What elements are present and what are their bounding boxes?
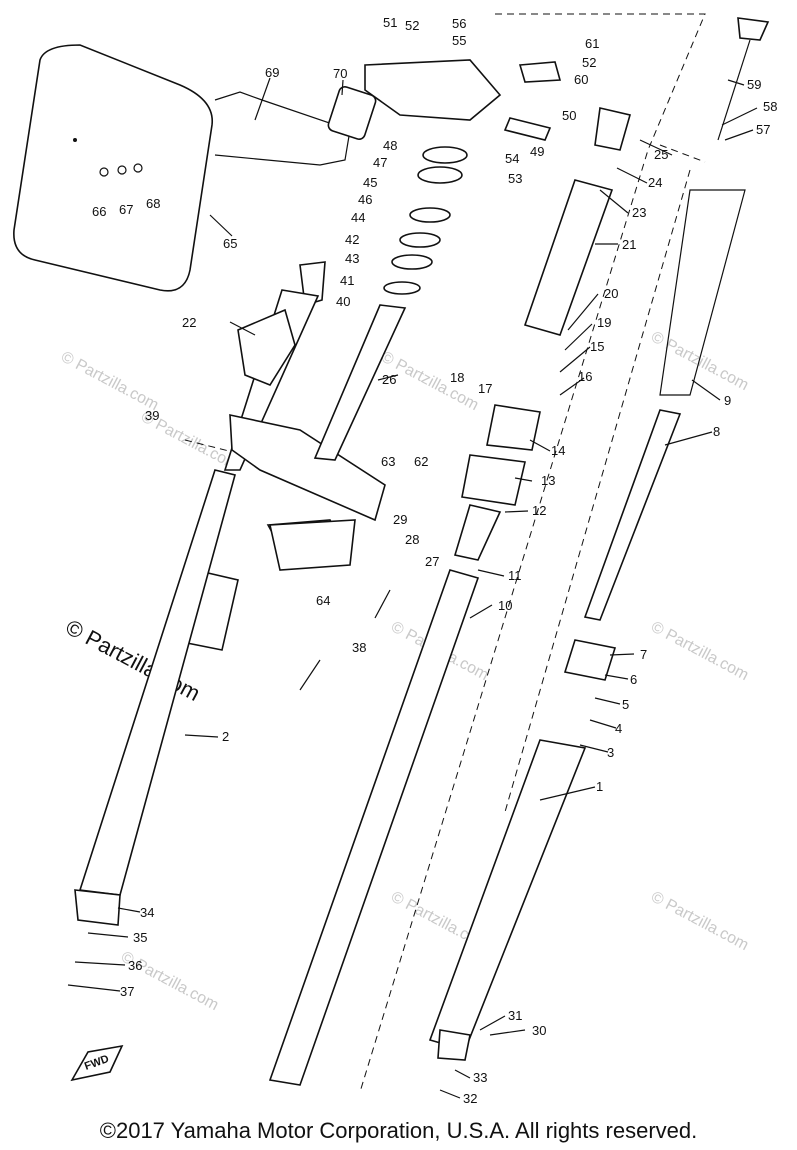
right-fork-assembly: [428, 17, 770, 1061]
callout-66: 66: [92, 204, 106, 219]
callout-37: 37: [120, 984, 134, 999]
leader-lines: [67, 77, 758, 1099]
callout-23: 23: [632, 205, 646, 220]
callout-28: 28: [405, 532, 419, 547]
callout-61: 61: [585, 36, 599, 51]
copyright-footer: ©2017 Yamaha Motor Corporation, U.S.A. A…: [99, 1118, 698, 1143]
callout-7: 7: [640, 647, 647, 662]
callout-41: 41: [340, 273, 354, 288]
callout-70: 70: [333, 66, 347, 81]
callout-26: 26: [382, 372, 396, 387]
callout-50: 50: [562, 108, 576, 123]
callout-15: 15: [590, 339, 604, 354]
callout-21: 21: [622, 237, 636, 252]
callout-25: 25: [654, 147, 668, 162]
callout-18: 18: [450, 370, 464, 385]
callout-63: 63: [381, 454, 395, 469]
parts-diagram: © Partzilla.com © Partzilla.com © Partzi…: [13, 13, 777, 1106]
callout-14: 14: [551, 443, 565, 458]
callout-32: 32: [463, 1091, 477, 1106]
callout-1: 1: [596, 779, 603, 794]
callout-31: 31: [508, 1008, 522, 1023]
callout-42: 42: [345, 232, 359, 247]
callout-12: 12: [532, 503, 546, 518]
callout-34: 34: [140, 905, 154, 920]
callout-69: 69: [265, 65, 279, 80]
callout-51: 51: [383, 15, 397, 30]
callout-10: 10: [498, 598, 512, 613]
callout-58: 58: [763, 99, 777, 114]
watermark: © Partzilla.com: [58, 349, 161, 415]
callout-30: 30: [532, 1023, 546, 1038]
callout-48: 48: [383, 138, 397, 153]
callout-47: 47: [373, 155, 387, 170]
callout-62: 62: [414, 454, 428, 469]
callout-43: 43: [345, 251, 359, 266]
callout-67: 67: [119, 202, 133, 217]
callout-65: 65: [223, 236, 237, 251]
callout-3: 3: [607, 745, 614, 760]
callout-54: 54: [505, 151, 519, 166]
callout-45: 45: [363, 175, 377, 190]
callout-52b: 52: [582, 55, 596, 70]
callout-35: 35: [133, 930, 147, 945]
watermark: © Partzilla.com: [648, 889, 751, 955]
fwd-badge: FWD: [70, 1044, 124, 1082]
callout-29: 29: [393, 512, 407, 527]
callout-56: 56: [452, 16, 466, 31]
left-fork-assembly: [74, 261, 386, 926]
callout-4: 4: [615, 721, 622, 736]
callout-numbers: 1 2 3 4 5 6 7 8 9 10 11 12 13 14 15 16 1…: [92, 15, 777, 1106]
watermark: © Partzilla.com: [648, 329, 751, 395]
callout-36: 36: [128, 958, 142, 973]
callout-39: 39: [145, 408, 159, 423]
callout-20: 20: [604, 286, 618, 301]
callout-13: 13: [541, 473, 555, 488]
callout-27: 27: [425, 554, 439, 569]
callout-33: 33: [473, 1070, 487, 1085]
callout-19: 19: [597, 315, 611, 330]
callout-17: 17: [478, 381, 492, 396]
callout-6: 6: [630, 672, 637, 687]
callout-5: 5: [622, 697, 629, 712]
callout-16: 16: [578, 369, 592, 384]
top-hardware: [269, 59, 562, 571]
callout-24: 24: [648, 175, 662, 190]
callout-53: 53: [508, 171, 522, 186]
inner-tubes: [268, 304, 502, 1086]
callout-11: 11: [508, 568, 522, 583]
number-plate: [13, 44, 377, 292]
callout-8: 8: [713, 424, 720, 439]
callout-68: 68: [146, 196, 160, 211]
watermark: © Partzilla.com: [648, 619, 751, 685]
callout-60: 60: [574, 72, 588, 87]
callout-40: 40: [336, 294, 350, 309]
callout-52: 52: [405, 18, 419, 33]
callout-2: 2: [222, 729, 229, 744]
callout-49: 49: [530, 144, 544, 159]
callout-55: 55: [452, 33, 466, 48]
callout-46: 46: [358, 192, 372, 207]
callout-44: 44: [351, 210, 365, 225]
callout-38: 38: [352, 640, 366, 655]
callout-59: 59: [747, 77, 761, 92]
callout-57: 57: [756, 122, 770, 137]
callout-64: 64: [316, 593, 330, 608]
callout-22: 22: [182, 315, 196, 330]
callout-9: 9: [724, 393, 731, 408]
